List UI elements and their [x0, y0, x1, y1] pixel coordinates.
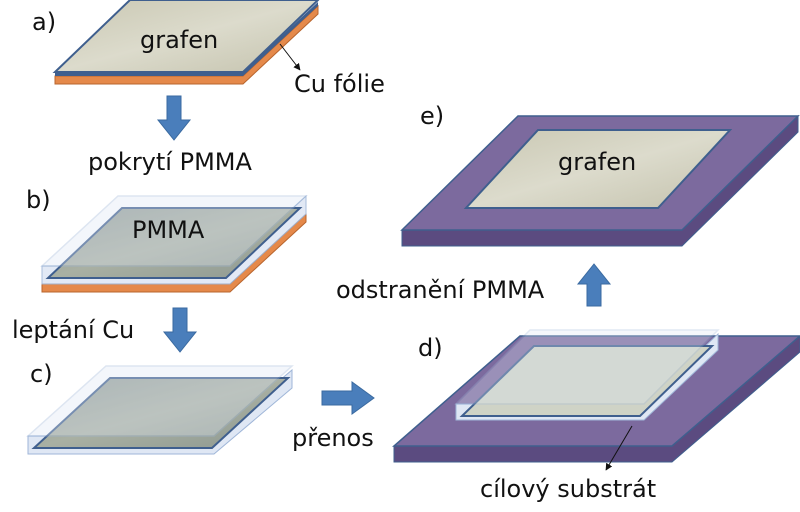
arrow-b-to-c [162, 307, 198, 353]
step-a-plate-label: grafen [140, 26, 218, 54]
arrow-d-to-e [576, 263, 612, 307]
step-b-stack [40, 194, 308, 293]
arrow-c-to-d [321, 381, 375, 415]
step-b-letter: b) [26, 186, 51, 214]
step-c-letter: c) [30, 360, 53, 388]
arrow-a-to-b [156, 95, 192, 141]
step-e-stack [400, 114, 800, 247]
substrate-pointer [605, 425, 633, 471]
graphene-plate-c [31, 377, 291, 449]
cu-foil-pointer [279, 43, 301, 71]
pmma-top-b [40, 195, 308, 267]
cu-foil-label: Cu fólie [294, 70, 385, 98]
substrate-label: cílový substrát [480, 475, 656, 503]
step-a-letter: a) [32, 8, 56, 36]
step-e-letter: e) [420, 102, 444, 130]
step-d-stack [392, 329, 800, 463]
step-b-plate-label: PMMA [132, 216, 205, 244]
arrow-d-to-e-label: odstranění PMMA [336, 276, 545, 304]
step-d-letter: d) [418, 334, 443, 362]
arrow-c-to-d-label: přenos [292, 424, 374, 452]
arrow-a-to-b-label: pokrytí PMMA [88, 148, 252, 176]
graphene-plate-e [463, 129, 733, 209]
arrow-b-to-c-label: leptání Cu [12, 316, 134, 344]
step-c-stack [26, 365, 294, 455]
step-e-plate-label: grafen [558, 148, 636, 176]
pmma-top-d [454, 329, 720, 405]
graphene-plate-a [52, 0, 320, 73]
graphene-plate-d [459, 345, 715, 417]
graphene-plate-b [45, 207, 303, 279]
pmma-top-c [26, 365, 294, 437]
step-a-stack [52, 0, 320, 85]
